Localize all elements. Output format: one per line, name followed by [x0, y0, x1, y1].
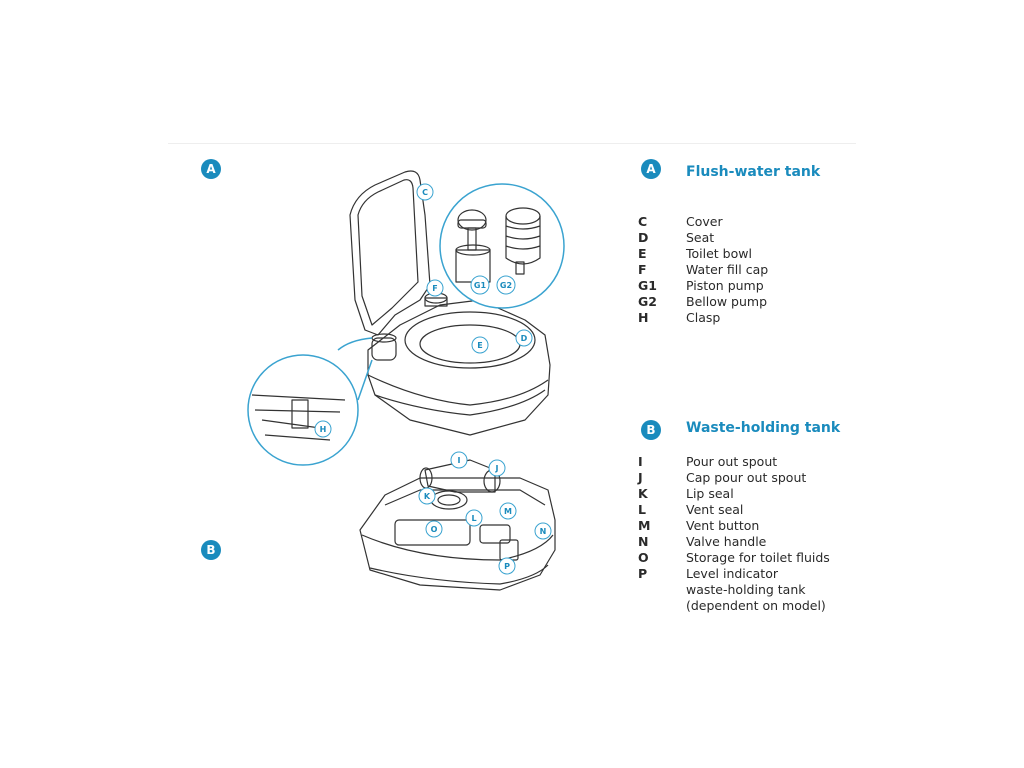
legend-item: E Toilet bowl [638, 246, 768, 262]
legend-item: G2 Bellow pump [638, 294, 768, 310]
legend-item: L Vent seal [638, 502, 830, 518]
legend-code: M [638, 518, 651, 533]
callout-j: J [488, 459, 506, 477]
svg-text:C: C [422, 188, 428, 197]
legend-item: D Seat [638, 230, 768, 246]
legend-text: Storage for toilet fluids [686, 550, 830, 565]
cover-shape [349, 170, 431, 336]
legend-text: Lip seal [686, 486, 734, 501]
legend-text: Vent button [686, 518, 760, 533]
callout-c: C [416, 183, 434, 201]
lip-seal-shape [430, 490, 468, 510]
legend-text: Cap pour out spout [686, 470, 807, 485]
legend-code: J [638, 470, 643, 485]
top-divider [168, 143, 856, 144]
legend-code: H [638, 310, 649, 325]
callout-g2: G2 [496, 275, 516, 295]
legend-text: Water fill cap [686, 262, 769, 277]
callout-l: L [465, 509, 483, 527]
legend-item: C Cover [638, 214, 768, 230]
legend-code: K [638, 486, 648, 501]
callout-i: I [450, 451, 468, 469]
legend-code: D [638, 230, 649, 245]
legend-item: M Vent button [638, 518, 830, 534]
legend-code: N [638, 534, 649, 549]
legend-item: I Pour out spout [638, 454, 830, 470]
legend-text: Cover [686, 214, 723, 229]
callout-n: N [534, 522, 552, 540]
svg-text:K: K [424, 492, 431, 501]
legend-code: C [638, 214, 648, 229]
callout-h: H [314, 420, 332, 438]
callout-k: K [418, 487, 436, 505]
legend-text: Level indicator [686, 566, 778, 581]
legend-text: Pour out spout [686, 454, 778, 469]
legend-text: Valve handle [686, 534, 767, 549]
legend-item: H Clasp [638, 310, 768, 326]
legend-item: F Water fill cap [638, 262, 768, 278]
legend-code: P [638, 566, 648, 581]
legend-code: E [638, 246, 647, 261]
callout-m: M [499, 502, 517, 520]
legend-code: I [638, 454, 643, 469]
legend-text: waste-holding tank [686, 582, 806, 597]
svg-text:P: P [504, 562, 510, 571]
callout-d: D [515, 329, 533, 347]
legend-item: P Level indicator [638, 566, 830, 582]
legend-text: Vent seal [686, 502, 744, 517]
legend-item: (dependent on model) [638, 598, 830, 614]
svg-text:D: D [521, 334, 528, 343]
svg-text:E: E [477, 341, 482, 350]
legend-item: G1 Piston pump [638, 278, 768, 294]
legend-text: (dependent on model) [686, 598, 826, 613]
section-a-badge: A [641, 159, 661, 179]
legend-text: Clasp [686, 310, 721, 325]
legend-text: Seat [686, 230, 715, 245]
svg-text:M: M [504, 507, 512, 516]
svg-text:G2: G2 [500, 281, 512, 290]
bowl-rim [404, 311, 536, 369]
legend-text: Piston pump [686, 278, 764, 293]
svg-text:H: H [320, 425, 327, 434]
callout-f: F [426, 279, 444, 297]
section-b-title: Waste-holding tank [686, 420, 841, 436]
legend-code: L [638, 502, 646, 517]
section-a-title: Flush-water tank [686, 164, 821, 180]
svg-text:I: I [458, 456, 461, 465]
section-b-badge: B [641, 420, 661, 440]
callout-e: E [471, 336, 489, 354]
waste-tank-body [359, 477, 556, 591]
callout-p: P [498, 557, 516, 575]
svg-text:J: J [495, 464, 499, 473]
legend-item: waste-holding tank [638, 582, 830, 598]
legend-code: O [638, 550, 649, 565]
legend-text: Bellow pump [686, 294, 768, 309]
callout-g1: G1 [470, 275, 490, 295]
legend-code: F [638, 262, 647, 277]
legend-item: N Valve handle [638, 534, 830, 550]
diagram-badge-a: A [201, 159, 221, 179]
diagram-badge-b: B [201, 540, 221, 560]
svg-text:O: O [431, 525, 438, 534]
svg-text:F: F [432, 284, 437, 293]
legend-code: G1 [638, 278, 657, 293]
svg-text:G1: G1 [474, 281, 487, 290]
callout-o: O [425, 520, 443, 538]
legend-text: Toilet bowl [686, 246, 752, 261]
legend-item: O Storage for toilet fluids [638, 550, 830, 566]
svg-text:L: L [471, 514, 476, 523]
legend-code: G2 [638, 294, 657, 309]
svg-text:N: N [540, 527, 547, 536]
legend-item: J Cap pour out spout [638, 470, 830, 486]
legend-item: K Lip seal [638, 486, 830, 502]
